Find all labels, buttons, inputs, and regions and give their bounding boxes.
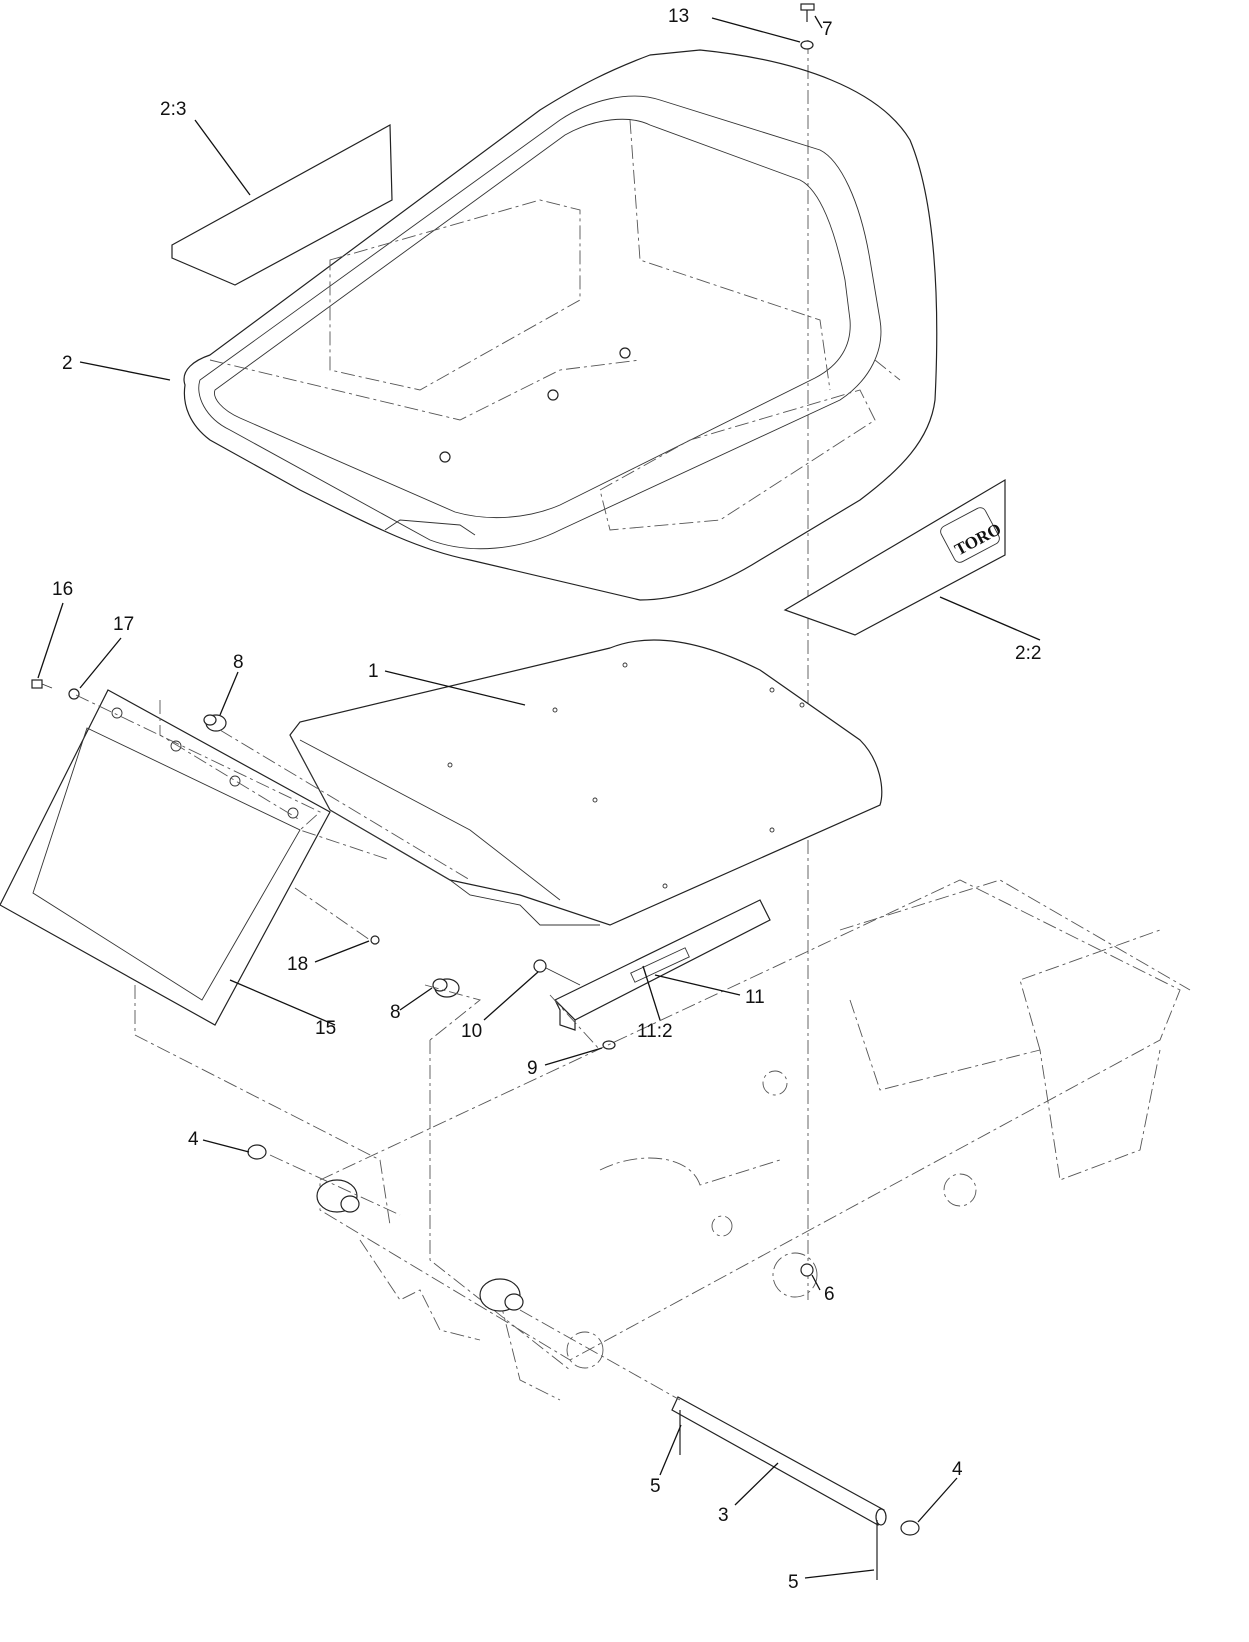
callout-6: 6 [824, 1284, 835, 1305]
chassis-frame [319, 879, 1191, 1401]
callout-2-3: 2:3 [160, 99, 186, 120]
washer-13 [800, 40, 814, 50]
frame-panel [0, 689, 331, 1026]
seat-mount-stud [619, 347, 631, 359]
callout-16: 16 [52, 579, 73, 600]
callout-17: 17 [113, 614, 134, 635]
nut-6 [800, 1263, 814, 1277]
washer-17 [68, 688, 80, 700]
screw-7 [800, 3, 815, 22]
seat-mount-stud [439, 451, 451, 463]
callout-2: 2 [62, 353, 73, 374]
callout-18: 18 [287, 954, 308, 975]
callout-5-left: 5 [650, 1476, 661, 1497]
callout-15: 15 [315, 1018, 336, 1039]
callout-10: 10 [461, 1021, 482, 1042]
callout-2-2: 2:2 [1015, 643, 1041, 664]
pin-10 [533, 959, 581, 986]
callout-8-upper: 8 [233, 652, 244, 673]
pivot-bushing-center [479, 1278, 524, 1312]
decal-2-3 [171, 123, 393, 286]
washer-4a [247, 1144, 267, 1160]
bushing-8a [203, 714, 227, 732]
callout-1: 1 [368, 661, 379, 682]
nut-18 [370, 935, 380, 945]
callout-4-right: 4 [952, 1459, 963, 1480]
callout-7: 7 [822, 19, 833, 40]
pivot-bushing-left [316, 1179, 360, 1213]
callout-4-left: 4 [188, 1129, 199, 1150]
callout-3: 3 [718, 1505, 729, 1526]
seat-shell [183, 49, 938, 601]
seat-mount-stud [547, 389, 559, 401]
screw-16 [31, 679, 53, 689]
washer-4b [900, 1520, 920, 1536]
pivot-rod-3 [671, 1396, 887, 1526]
callout-11-2: 11:2 [637, 1021, 673, 1042]
leader-lines [37, 15, 1041, 1579]
callout-8-lower: 8 [390, 1002, 401, 1023]
callout-9: 9 [527, 1058, 538, 1079]
decal-toro: TORO [783, 478, 1006, 636]
callout-13: 13 [668, 6, 689, 27]
bracket-11 [553, 899, 771, 1031]
callout-11: 11 [745, 987, 765, 1008]
seat-plate [289, 639, 883, 926]
callout-5-bottom: 5 [788, 1572, 799, 1593]
